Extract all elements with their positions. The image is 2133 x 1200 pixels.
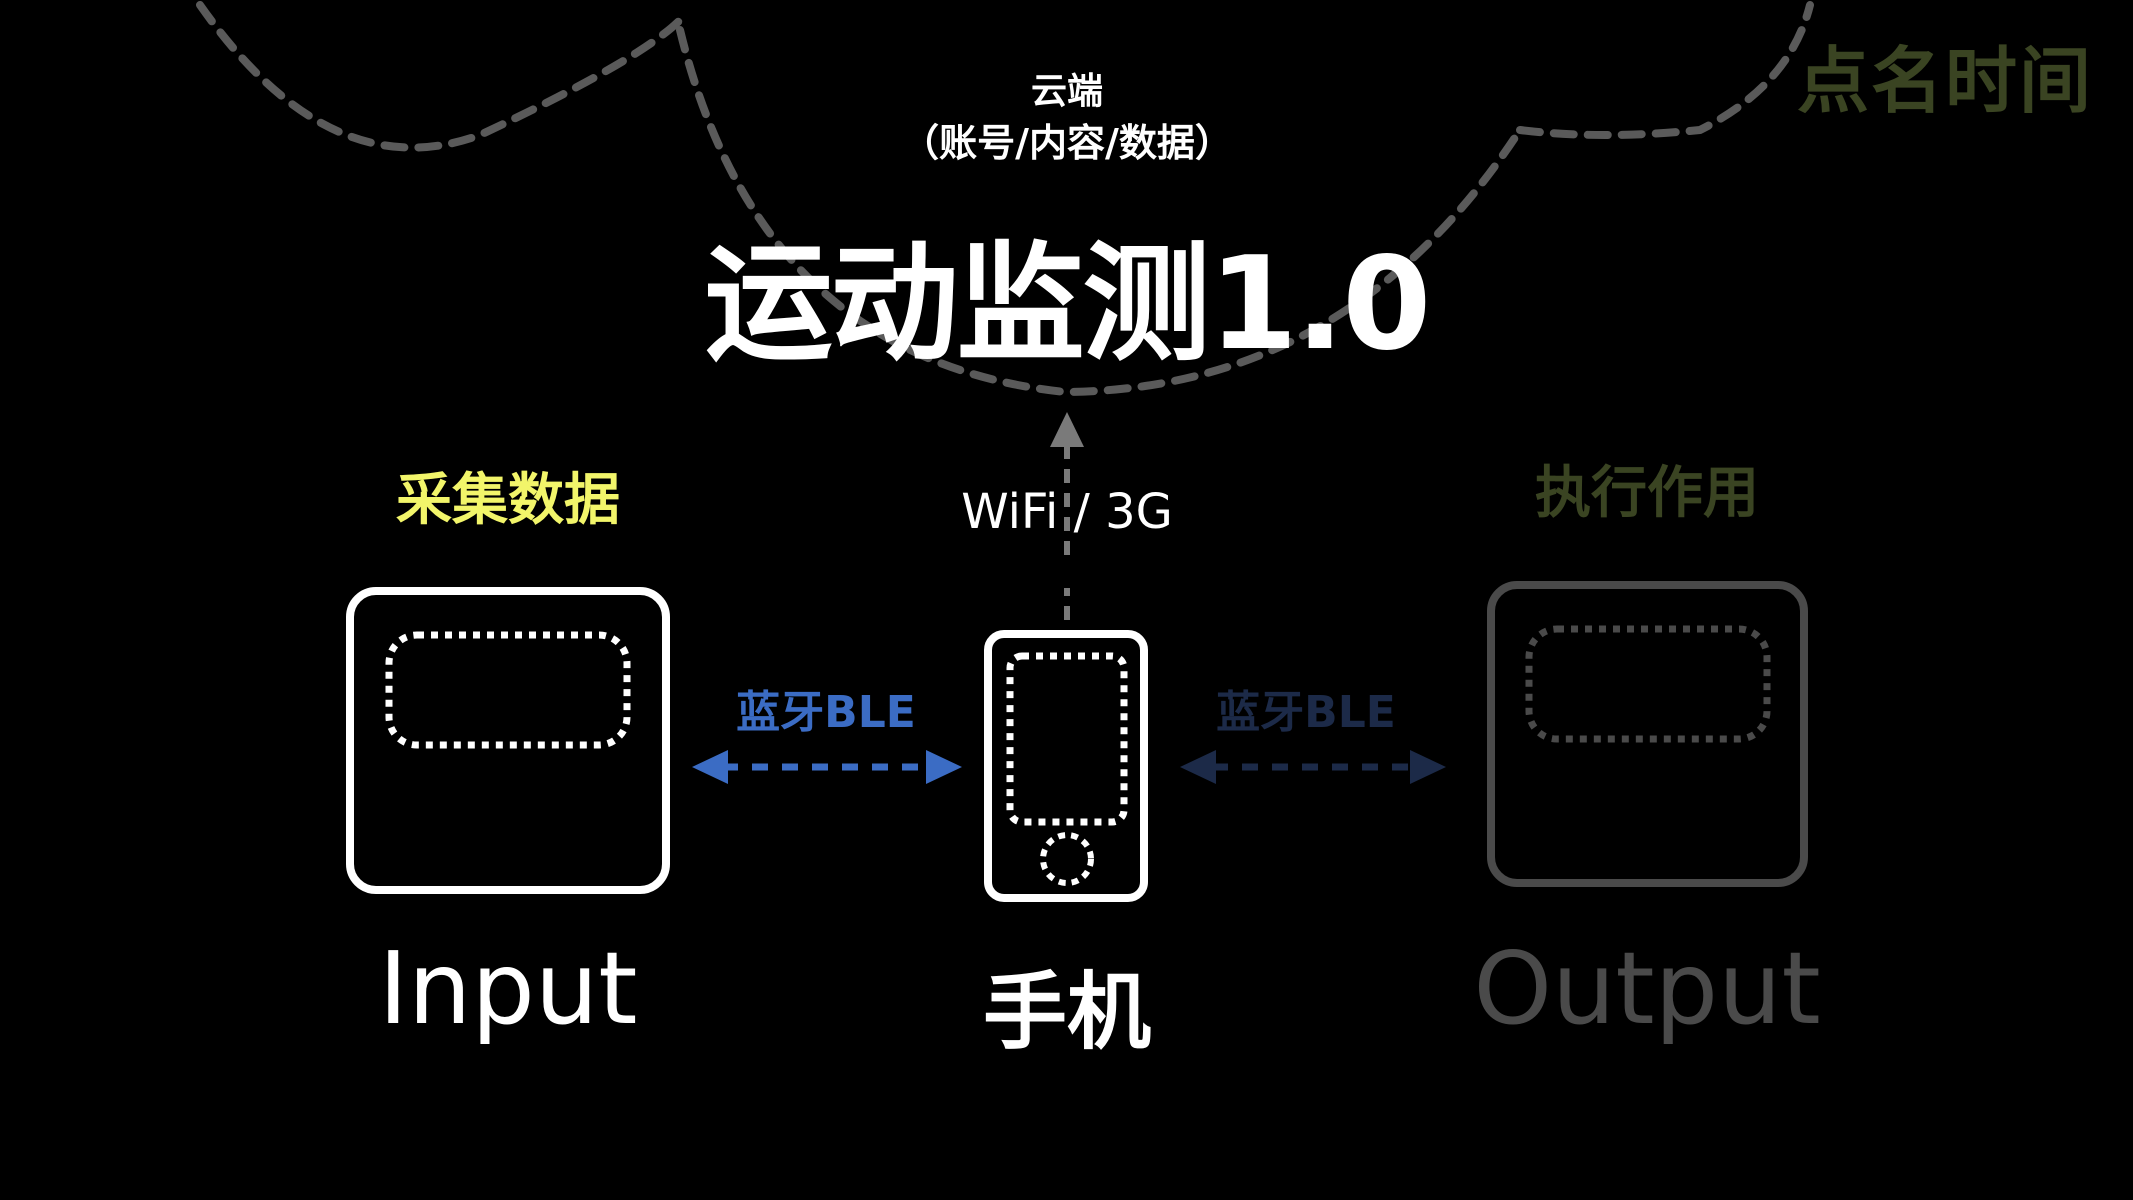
cloud-arc-right xyxy=(1516,1,1814,139)
uplink-arrowhead xyxy=(1050,412,1084,447)
cloud-title: 云端 xyxy=(1030,71,1104,112)
ble-link-left xyxy=(692,750,962,784)
ble-link-right xyxy=(1180,750,1446,784)
phone-home-button xyxy=(1040,832,1094,886)
input-device-icon xyxy=(346,587,670,894)
cloud-subtitle: （账号/内容/数据） xyxy=(901,121,1233,165)
main-title: 运动监测1.0 xyxy=(704,230,1432,379)
input-top-label: 采集数据 xyxy=(396,468,620,533)
output-device-icon xyxy=(1487,581,1808,887)
output-label: Output xyxy=(1473,930,1821,1047)
ble-right-arrowhead-right xyxy=(1410,750,1446,784)
cloud-arc-left xyxy=(196,1,684,152)
uplink-arrow xyxy=(1050,412,1084,620)
ble-right-arrowhead-left xyxy=(1180,750,1216,784)
corner-label: 点名时间 xyxy=(1796,39,2093,123)
ble-left-arrowhead-left xyxy=(692,750,728,784)
cloud-arc-middle xyxy=(676,26,1524,397)
cloud-outline xyxy=(196,1,1814,397)
ble-left-arrowhead-right xyxy=(926,750,962,784)
ble-left-label: 蓝牙BLE xyxy=(736,687,916,738)
phone-icon xyxy=(984,630,1148,902)
uplink-label: WiFi / 3G xyxy=(961,484,1173,540)
phone-label: 手机 xyxy=(982,963,1152,1061)
input-label: Input xyxy=(378,930,638,1047)
output-top-label: 执行作用 xyxy=(1535,461,1759,526)
ble-right-label: 蓝牙BLE xyxy=(1216,687,1396,738)
